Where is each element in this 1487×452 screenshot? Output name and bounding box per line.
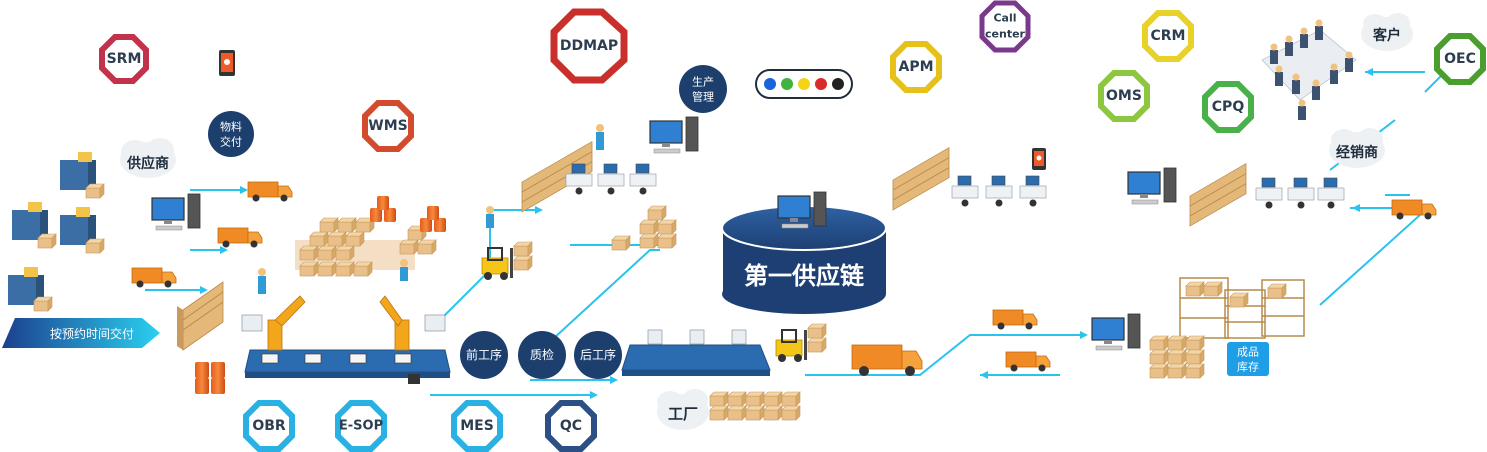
status-indicator [755,69,853,99]
front-process-node: 前工序 [460,331,508,379]
call-center-line1: Call [993,12,1016,25]
customer-label: 客户 [1372,27,1401,44]
supplier-workstations [8,152,105,312]
esop-badge[interactable]: E-SOP [335,400,387,452]
front-process-label: 前工序 [466,347,502,362]
mobile-phone-icon [1032,148,1046,170]
call-center-badge[interactable]: Call center [979,0,1031,53]
production-management-line1: 生产 [692,75,714,89]
back-process-label: 后工序 [580,347,616,362]
supplier-cloud: 供应商 [120,138,176,178]
delivery-truck-icon [1391,199,1437,220]
supplier-computer-icon [151,193,201,231]
apm-label: APM [898,59,933,75]
delivery-truck-icon [131,267,177,288]
delivery-truck-icon [992,309,1038,330]
quality-check-node: 质检 [518,331,566,379]
srm-badge[interactable]: SRM [99,34,149,84]
flow-arrowheads [200,68,1373,399]
production-computer-icon [649,116,699,154]
finished-goods-warehouse [1149,277,1305,379]
production-management-line2: 管理 [692,90,714,104]
wms-badge[interactable]: WMS [362,100,414,152]
apm-badge[interactable]: APM [890,41,942,93]
ddmap-badge[interactable]: DDMAP [550,8,628,84]
finished-goods-badge: 成品 库存 [1227,342,1269,376]
dealer-computer-icon [1127,167,1177,205]
dealer-office [1189,163,1345,227]
call-center-line2: center [985,28,1026,41]
qc-label: QC [560,418,582,434]
forklift-icon [481,241,533,280]
back-process-node: 后工序 [574,331,622,379]
supplier-label: 供应商 [126,155,169,172]
scheduled-delivery-arrow: 按预约时间交付 [2,318,160,348]
scheduled-delivery-label: 按预约时间交付 [50,326,134,341]
raw-material-warehouse [295,196,494,281]
ddmap-label: DDMAP [560,38,618,54]
mes-label: MES [460,418,494,434]
factory-cloud: 工厂 [657,389,709,430]
mes-badge[interactable]: MES [451,400,503,452]
oms-label: OMS [1106,88,1142,104]
mobile-phone-icon [219,50,235,76]
delivery-truck-icon [1005,351,1051,372]
oec-badge[interactable]: OEC [1434,33,1486,85]
planning-office [521,124,657,213]
dealer-cloud: 经销商 [1329,128,1385,168]
first-supply-chain-hub: 第一供应链 [721,191,887,314]
warehouse-computer-icon [1091,313,1141,351]
first-supply-chain-label: 第一供应链 [744,262,865,290]
forklift-icon [775,323,827,362]
oec-label: OEC [1444,51,1476,67]
cpq-label: CPQ [1212,99,1245,115]
material-delivery-line1: 物料 [220,120,242,134]
dealer-label: 经销商 [1336,144,1378,161]
finished-goods-line2: 库存 [1237,360,1259,374]
call-center-office [892,147,1047,211]
quality-check-label: 质检 [530,347,554,362]
factory-assembly-line [621,329,801,421]
srm-label: SRM [107,51,142,67]
freight-truck-icon [851,344,923,376]
customer-cloud: 客户 [1361,13,1413,51]
customer-group [1261,19,1357,120]
delivery-truck-icon [217,227,263,248]
qc-badge[interactable]: QC [545,400,597,452]
crm-label: CRM [1151,28,1186,44]
crm-badge[interactable]: CRM [1142,10,1194,62]
material-delivery-node: 物料 交付 [208,111,254,157]
production-management-node: 生产 管理 [679,65,727,113]
obr-badge[interactable]: OBR [243,400,295,452]
barrel-stack [195,362,225,394]
finished-goods-line1: 成品 [1237,346,1259,359]
cpq-badge[interactable]: CPQ [1202,81,1254,133]
wms-label: WMS [368,118,407,134]
esop-label: E-SOP [339,419,383,434]
obr-label: OBR [252,418,286,434]
factory-label: 工厂 [668,405,698,423]
worker-figure [258,268,266,294]
oms-badge[interactable]: OMS [1098,70,1150,122]
production-line [241,295,451,384]
material-delivery-line2: 交付 [220,135,242,149]
factory-stock [611,205,677,251]
delivery-truck-icon [247,181,293,202]
